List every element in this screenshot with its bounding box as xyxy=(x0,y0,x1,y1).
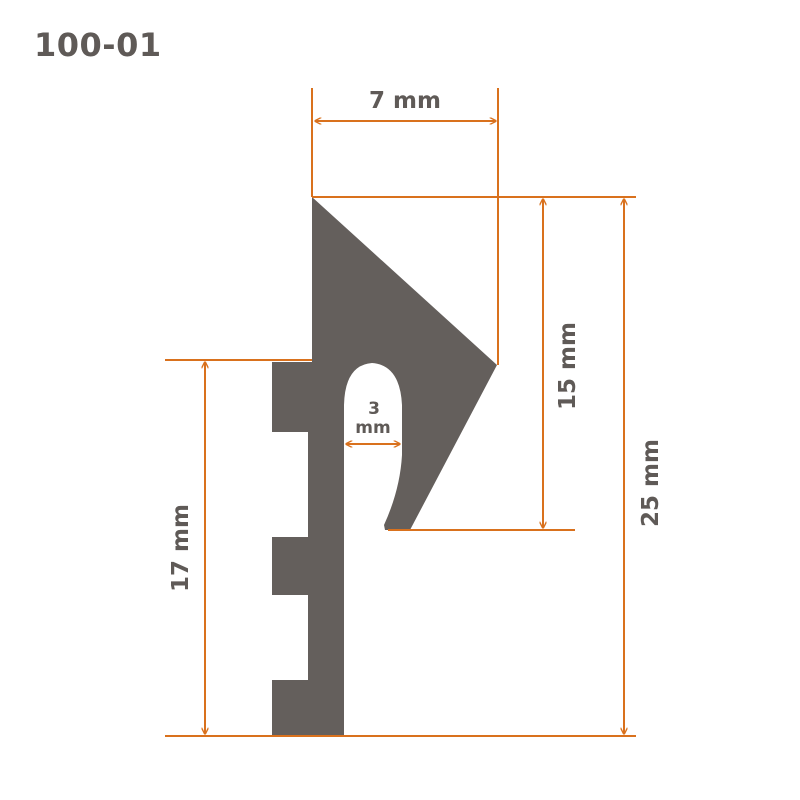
label-total-height: 25 mm xyxy=(638,439,664,527)
profile-shape xyxy=(272,197,497,735)
label-top-width: 7 mm xyxy=(369,88,441,114)
label-left-height: 17 mm xyxy=(168,504,194,592)
label-slot-width-unit: mm xyxy=(355,418,390,438)
label-slot-width-value: 3 xyxy=(368,399,380,419)
model-code: 100-01 xyxy=(34,26,162,64)
label-right-height: 15 mm xyxy=(555,322,581,410)
